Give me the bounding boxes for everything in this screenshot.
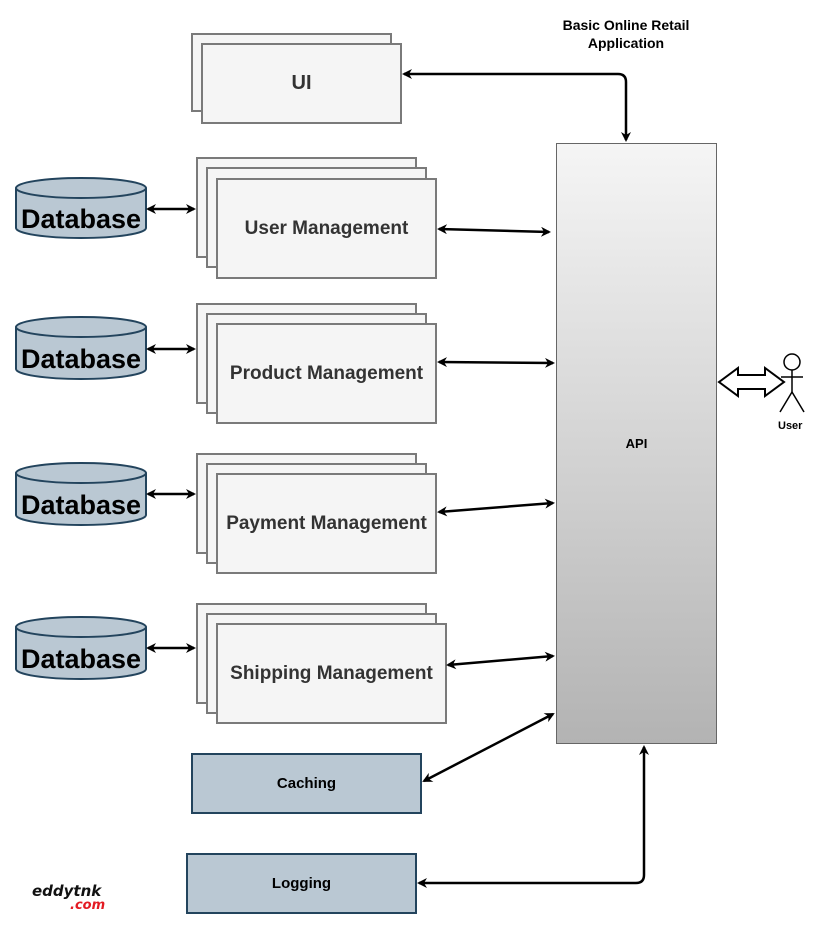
ui-box[interactable]: UI [201, 43, 402, 124]
diagram-title: Basic Online Retail Application [536, 16, 716, 52]
database-cylinder [15, 177, 147, 239]
payment-api-arrow [437, 498, 555, 517]
caching-box[interactable]: Caching [191, 753, 422, 814]
logging-label: Logging [271, 875, 332, 892]
shipping-api-arrow [446, 651, 555, 670]
logo-main-text: eddytnk [32, 882, 102, 900]
ui-api-arrow [402, 69, 631, 142]
product-api-arrow [437, 357, 555, 368]
shipping-management-box[interactable]: Shipping Management [216, 623, 447, 724]
database-cylinder [15, 316, 147, 380]
product-management-label: Product Management [229, 362, 424, 384]
caching-label: Caching [276, 775, 337, 792]
user-api-arrow [437, 224, 551, 237]
logo-sub-text: .com [70, 898, 106, 913]
database-cylinder [15, 616, 147, 680]
database-label: Database [20, 204, 142, 234]
title-line-2: Application [587, 35, 665, 51]
payment-management-label: Payment Management [226, 512, 427, 534]
database-label: Database [20, 490, 142, 520]
logging-api-arrow [417, 745, 649, 888]
user-api-hollow-arrow [717, 366, 786, 398]
title-line-1: Basic Online Retail [562, 17, 690, 33]
caching-api-arrow [422, 712, 555, 783]
logging-box[interactable]: Logging [186, 853, 417, 914]
api-box[interactable]: API [556, 143, 717, 744]
user-actor-icon [779, 353, 805, 413]
product-management-box[interactable]: Product Management [216, 323, 437, 424]
eddytnk-logo: eddytnk .com [32, 884, 122, 914]
database-label: Database [20, 644, 142, 674]
api-label: API [625, 436, 648, 451]
user-label: User [778, 420, 803, 432]
database-label: Database [20, 344, 142, 374]
database-cylinder [15, 462, 147, 526]
ui-label: UI [291, 72, 312, 94]
user-management-box[interactable]: User Management [216, 178, 437, 279]
user-management-label: User Management [244, 217, 409, 239]
payment-management-box[interactable]: Payment Management [216, 473, 437, 574]
shipping-management-label: Shipping Management [230, 662, 433, 684]
